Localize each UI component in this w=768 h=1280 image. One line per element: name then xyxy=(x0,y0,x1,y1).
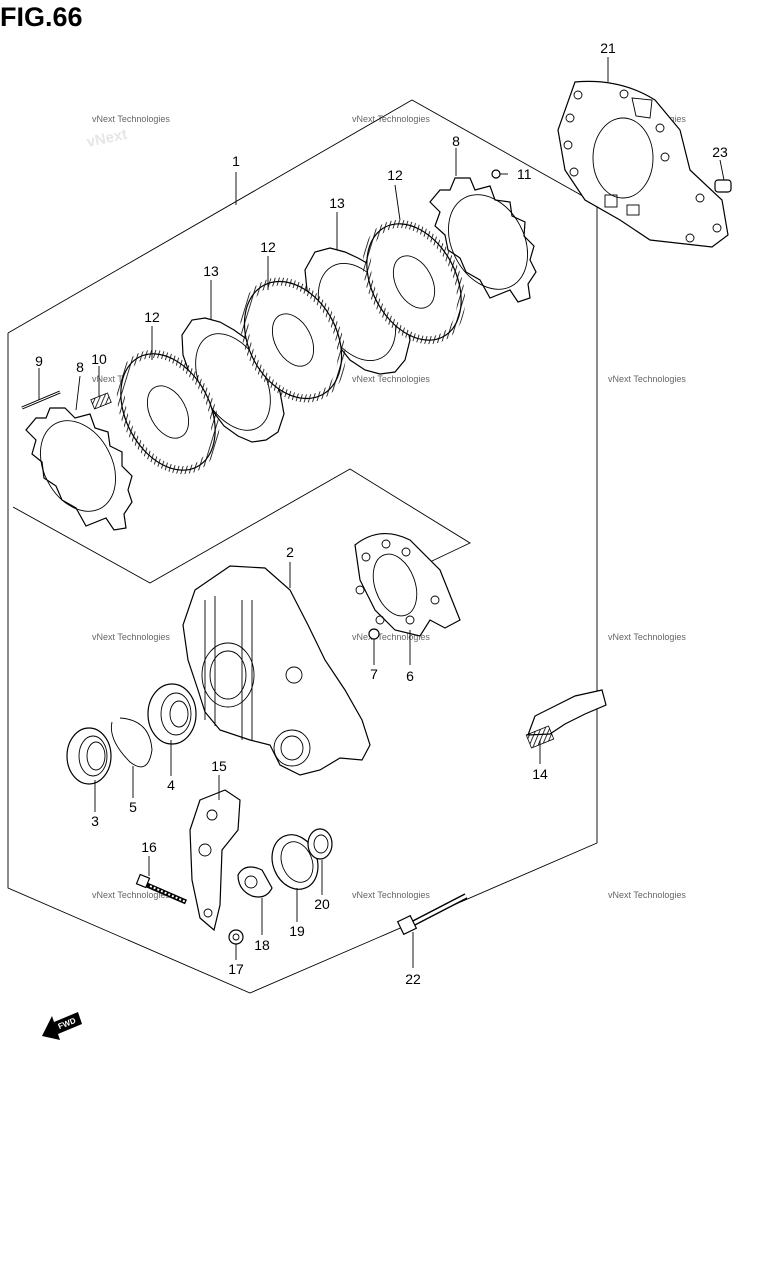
callout-labels: 1 2 3 4 5 6 7 8 8 9 10 11 12 12 12 13 13… xyxy=(35,40,728,987)
callout-label: 8 xyxy=(76,359,84,375)
dowel-pin xyxy=(714,179,732,193)
callout-label: 7 xyxy=(370,666,378,682)
pin xyxy=(368,628,380,640)
svg-text:vNext: vNext xyxy=(85,126,129,151)
callout-label: 14 xyxy=(532,766,548,782)
callout-label: 8 xyxy=(452,133,460,149)
washer xyxy=(237,866,273,898)
callout-label: 22 xyxy=(405,971,421,987)
nut xyxy=(491,169,501,179)
circlip xyxy=(110,717,153,768)
callout-label: 1 xyxy=(232,153,240,169)
callout-label: 2 xyxy=(286,544,294,560)
watermark: vNext Technologies xyxy=(608,890,686,900)
callout-label: 15 xyxy=(211,758,227,774)
friction-disc xyxy=(362,219,466,345)
nut xyxy=(228,929,244,945)
callout-label: 19 xyxy=(289,923,305,939)
callout-label: 20 xyxy=(314,896,330,912)
callout-label: 12 xyxy=(144,309,160,325)
callout-label: 3 xyxy=(91,813,99,829)
gasket xyxy=(557,80,729,248)
callout-label: 9 xyxy=(35,353,43,369)
leader-lines xyxy=(38,57,725,968)
watermark: vNext Technologies xyxy=(92,114,170,124)
callout-label: 6 xyxy=(406,668,414,684)
watermarks: vNext vNext Technologies vNext Technolog… xyxy=(85,114,686,900)
oil-seal xyxy=(66,727,112,785)
shaft xyxy=(525,689,607,749)
callout-label: 18 xyxy=(254,937,270,953)
friction-disc xyxy=(240,277,346,403)
callout-label: 16 xyxy=(141,839,157,855)
figure-title: FIG.66 xyxy=(0,2,83,32)
callout-label: 10 xyxy=(91,351,107,367)
bolt xyxy=(396,893,468,936)
callout-label: 13 xyxy=(203,263,219,279)
bolt xyxy=(21,390,61,410)
housing xyxy=(182,565,371,776)
bolt xyxy=(135,873,187,905)
o-ring xyxy=(271,834,319,890)
callout-label: 11 xyxy=(517,166,532,182)
plate xyxy=(354,533,461,637)
separator-plate xyxy=(429,177,537,303)
separator-plate xyxy=(25,407,133,531)
callout-label: 21 xyxy=(600,40,616,56)
watermark: vNext Technologies xyxy=(352,374,430,384)
friction-disc xyxy=(116,349,220,475)
watermark: vNext Technologies xyxy=(92,890,170,900)
bracket xyxy=(189,789,241,932)
watermark: vNext Technologies xyxy=(608,632,686,642)
spring xyxy=(90,392,112,410)
watermark: vNext Technologies xyxy=(92,632,170,642)
watermark: vNext Technologies xyxy=(352,114,430,124)
fwd-arrow-icon: FWD xyxy=(42,1012,82,1040)
callout-label: 23 xyxy=(712,144,728,160)
callout-label: 13 xyxy=(329,195,345,211)
assembly-outline xyxy=(7,99,598,994)
callout-label: 17 xyxy=(228,961,244,977)
callout-label: 5 xyxy=(129,799,137,815)
callout-label: 4 xyxy=(167,777,175,793)
callout-label: 12 xyxy=(260,239,276,255)
bearing xyxy=(147,683,197,745)
watermark: vNext Technologies xyxy=(352,632,430,642)
callout-label: 12 xyxy=(387,167,403,183)
watermark: vNext Technologies xyxy=(352,890,430,900)
collar xyxy=(307,828,333,860)
watermark: vNext Technologies xyxy=(608,374,686,384)
